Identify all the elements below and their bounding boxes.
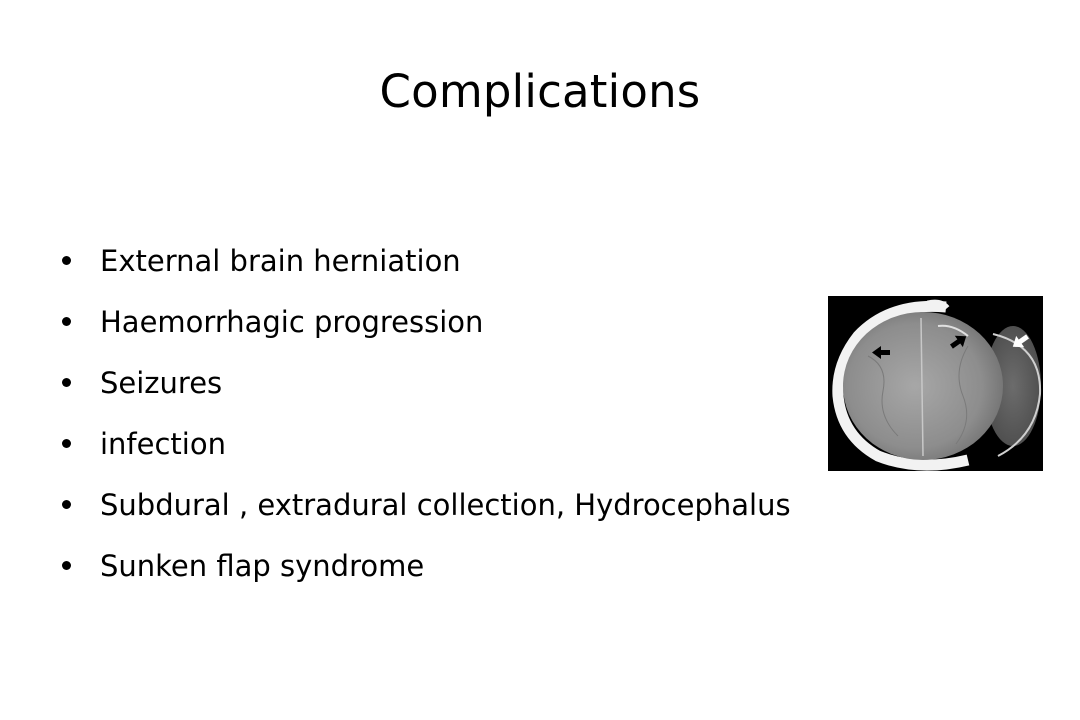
bullet-dot-icon	[62, 500, 71, 509]
bullet-item: Seizures	[62, 354, 791, 415]
bullet-text: Haemorrhagic progression	[100, 305, 484, 339]
bullet-dot-icon	[62, 378, 71, 387]
bullet-item: Sunken flap syndrome	[62, 537, 791, 598]
bullet-item: External brain herniation	[62, 232, 791, 293]
skull-bone	[832, 300, 970, 471]
black-arrow-left-icon	[872, 346, 890, 359]
hyperdense-region	[937, 324, 969, 337]
bullet-text: Seizures	[100, 366, 223, 400]
bullet-dot-icon	[62, 561, 71, 570]
herniation-region	[985, 326, 1041, 446]
ct-scan-image	[828, 296, 1043, 471]
brain-parenchyma	[843, 312, 1003, 460]
bullet-text: Subdural , extradural collection, Hydroc…	[100, 488, 791, 522]
bullet-item: Subdural , extradural collection, Hydroc…	[62, 476, 791, 537]
bullet-dot-icon	[62, 256, 71, 265]
ct-scan-axial-brain-icon	[828, 296, 1043, 471]
white-arrow-downleft-icon	[1012, 334, 1029, 348]
sulci-texture	[867, 355, 899, 437]
slide-title: Complications	[379, 65, 701, 118]
falx-line	[920, 317, 924, 457]
bullet-item: Haemorrhagic progression	[62, 293, 791, 354]
skull-bone-edge	[926, 299, 950, 313]
bullet-dot-icon	[62, 317, 71, 326]
bullet-item: infection	[62, 415, 791, 476]
bullet-list: External brain herniation Haemorrhagic p…	[62, 232, 791, 598]
sulci-texture	[955, 345, 969, 445]
black-arrow-upright-icon	[950, 335, 967, 349]
bullet-text: infection	[100, 427, 226, 461]
bullet-dot-icon	[62, 439, 71, 448]
bullet-text: Sunken flap syndrome	[100, 549, 425, 583]
bullet-text: External brain herniation	[100, 244, 461, 278]
